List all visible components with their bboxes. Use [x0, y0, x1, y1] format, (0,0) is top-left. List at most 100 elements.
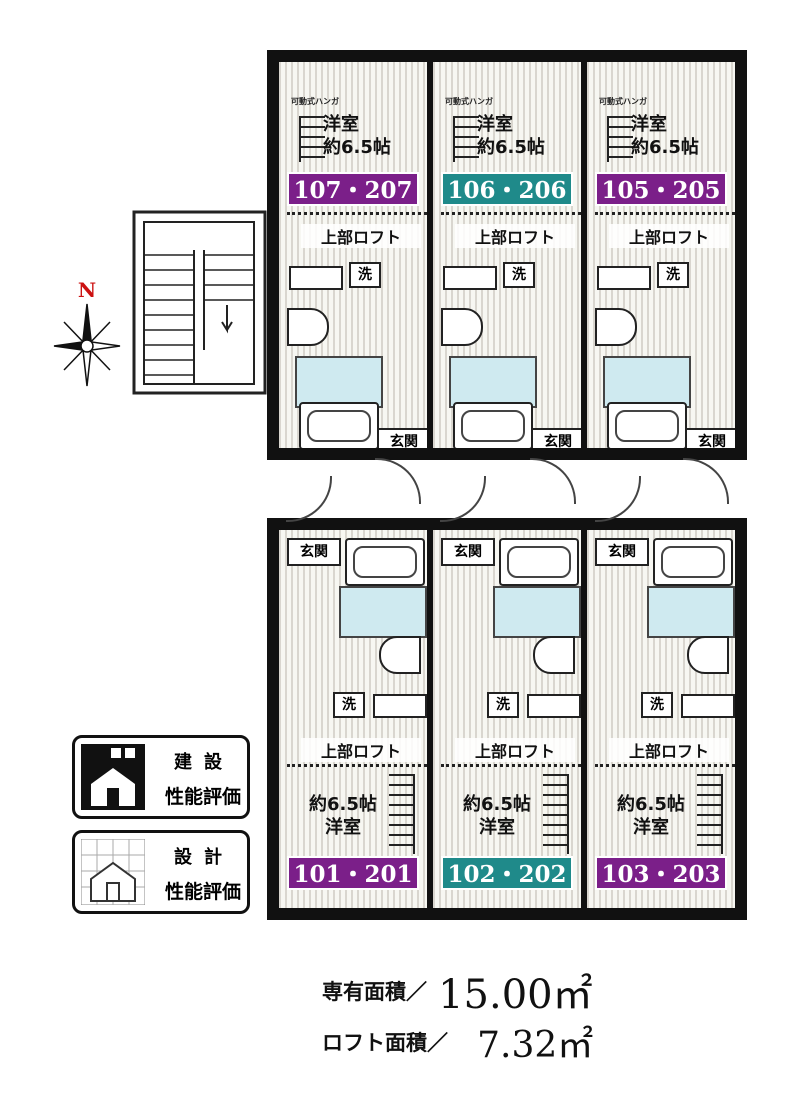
unit-tag: 107・207	[287, 172, 419, 206]
construction-performance-badge: 建設 性能評価	[72, 735, 250, 819]
sink	[373, 694, 427, 718]
sink	[443, 266, 497, 290]
design-performance-badge: 設計 性能評価	[72, 830, 250, 914]
unit-103-203: 玄関 洗 上部ロフト 約6.5帖洋室 103・203	[581, 524, 741, 914]
building-top-outline	[267, 50, 747, 460]
unit-106-206: 可動式ハンガ 洋室約6.5帖 106・206 上部ロフト 洗 玄関	[427, 56, 587, 454]
unit-tag: 106・206	[441, 172, 573, 206]
exclusive-area-row: 専有面積／ 15.00㎡	[322, 962, 593, 1018]
badge-bottom-text: 性能評価	[164, 881, 241, 903]
toilet-icon	[595, 308, 637, 346]
door-swing-icon	[375, 458, 421, 504]
bathtub-icon	[453, 402, 533, 448]
badge-top-text: 設計	[174, 847, 234, 868]
unit-tag: 103・203	[595, 856, 727, 890]
toilet-icon	[441, 308, 483, 346]
room-type: 洋室	[479, 816, 515, 838]
room-size: 約6.5帖	[463, 794, 531, 815]
washer-space: 洗	[657, 262, 689, 288]
sink	[681, 694, 735, 718]
stairs-icon	[607, 116, 633, 162]
stairs-icon	[389, 774, 415, 854]
loft-area-value: 7.32㎡	[477, 1025, 594, 1066]
door-swing-icon	[286, 476, 332, 522]
room-type: 洋室	[325, 816, 361, 838]
bathtub-icon	[299, 402, 379, 448]
toilet-icon	[379, 636, 421, 674]
door-swing-icon	[440, 476, 486, 522]
bathtub-icon	[607, 402, 687, 448]
entrance-label: 玄関	[685, 428, 735, 448]
toilet-icon	[533, 636, 575, 674]
sink	[597, 266, 651, 290]
exclusive-area-value: 15.00㎡	[438, 972, 593, 1018]
toilet-icon	[287, 308, 329, 346]
room-type: 洋室	[631, 114, 667, 135]
entrance-label: 玄関	[377, 428, 427, 448]
loft-label: 上部ロフト	[455, 738, 575, 762]
loft-area-label: ロフト面積／	[322, 1031, 448, 1055]
bathtub-icon	[653, 538, 733, 586]
badge-bottom-text: 性能評価	[164, 786, 241, 808]
loft-label: 上部ロフト	[301, 738, 421, 762]
room-size: 約6.5帖	[477, 136, 545, 158]
compass-rose-icon	[53, 303, 121, 387]
room-size: 約6.5帖	[617, 794, 685, 815]
entrance-label: 玄関	[595, 538, 649, 566]
hanger-note: 可動式ハンガ	[599, 97, 647, 106]
entrance-label: 玄関	[441, 538, 495, 566]
staircase	[132, 210, 267, 395]
toilet-icon	[687, 636, 729, 674]
bathroom	[603, 356, 691, 408]
door-swing-icon	[683, 458, 729, 504]
hanger-note: 可動式ハンガ	[291, 97, 339, 106]
exclusive-area-label: 専有面積／	[322, 980, 427, 1004]
door-swing-icon	[530, 458, 576, 504]
entrance-label: 玄関	[531, 428, 581, 448]
bathroom	[339, 586, 427, 638]
bathtub-icon	[499, 538, 579, 586]
unit-107-207: 可動式ハンガ 洋室約6.5帖 107・207 上部ロフト 洗 玄関	[273, 56, 433, 454]
entrance-label: 玄関	[287, 538, 341, 566]
room-type: 洋室	[477, 114, 513, 135]
loft-label: 上部ロフト	[455, 224, 575, 248]
house-grid-icon	[81, 839, 145, 905]
badge-top-text: 建設	[174, 752, 234, 773]
loft-label: 上部ロフト	[301, 224, 421, 248]
stairs-icon	[697, 774, 723, 854]
washer-space: 洗	[349, 262, 381, 288]
washer-space: 洗	[487, 692, 519, 718]
room-size: 約6.5帖	[631, 136, 699, 158]
room-type: 洋室	[323, 114, 359, 135]
loft-label: 上部ロフト	[609, 224, 729, 248]
loft-label: 上部ロフト	[609, 738, 729, 762]
unit-tag: 102・202	[441, 856, 573, 890]
unit-tag: 101・201	[287, 856, 419, 890]
unit-tag: 105・205	[595, 172, 727, 206]
building-bottom-outline	[267, 518, 747, 920]
room-type: 洋室	[633, 816, 669, 838]
bathroom	[493, 586, 581, 638]
room-size: 約6.5帖	[309, 794, 377, 815]
unit-101-201: 玄関 洗 上部ロフト 約6.5帖洋室 101・201	[273, 524, 433, 914]
stairs-icon	[453, 116, 479, 162]
stairs-icon	[299, 116, 325, 162]
north-label: N	[77, 278, 97, 302]
washer-space: 洗	[641, 692, 673, 718]
bathroom	[295, 356, 383, 408]
hanger-note: 可動式ハンガ	[445, 97, 493, 106]
loft-area-row: ロフト面積／ 7.32㎡	[322, 1016, 594, 1066]
washer-space: 洗	[333, 692, 365, 718]
door-swing-icon	[595, 476, 641, 522]
stairs-icon	[543, 774, 569, 854]
washer-space: 洗	[503, 262, 535, 288]
bathroom	[449, 356, 537, 408]
room-size: 約6.5帖	[323, 136, 391, 158]
sink	[527, 694, 581, 718]
unit-102-202: 玄関 洗 上部ロフト 約6.5帖洋室 102・202	[427, 524, 587, 914]
unit-105-205: 可動式ハンガ 洋室約6.5帖 105・205 上部ロフト 洗 玄関	[581, 56, 741, 454]
house-building-icon	[81, 744, 145, 810]
bathtub-icon	[345, 538, 425, 586]
bathroom	[647, 586, 735, 638]
sink	[289, 266, 343, 290]
